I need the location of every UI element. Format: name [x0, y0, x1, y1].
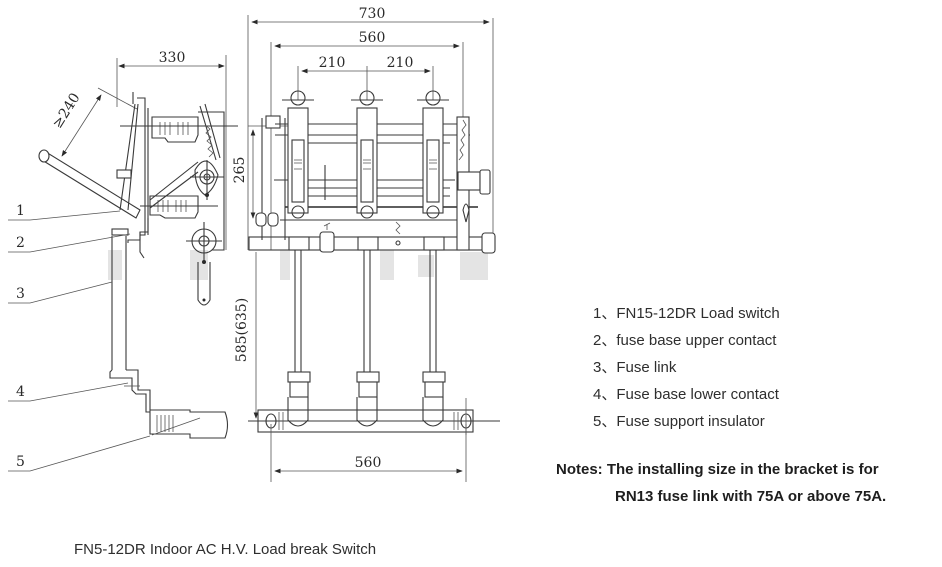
notes-line-2: RN13 fuse link with 75A or above 75A.	[615, 488, 887, 505]
leader-4	[8, 382, 129, 402]
callout-1: 1	[16, 203, 25, 219]
legend-item: 1、FN15-12DR Load switch	[593, 300, 780, 327]
load-switch-body	[111, 92, 238, 306]
legend-label: FN15-12DR Load switch	[616, 305, 780, 322]
legend-number: 2、	[593, 332, 617, 349]
callout-5: 5	[16, 454, 25, 470]
callout-3: 3	[16, 286, 25, 302]
watermark	[108, 250, 488, 280]
callout-4: 4	[16, 384, 25, 400]
legend-number: 1、	[593, 305, 617, 322]
dim-730-label: 730	[359, 6, 386, 22]
front-view: 730 560 210 210 265 585(635)	[232, 6, 500, 482]
legend-number: 4、	[593, 386, 617, 403]
dim-560-bottom-label: 560	[355, 455, 382, 471]
side-view: 330 ≥240	[8, 50, 238, 472]
leader-5	[8, 435, 151, 472]
fuse-link-side	[111, 236, 127, 370]
parts-legend: 1、FN15-12DR Load switch 2、fuse base uppe…	[593, 300, 780, 435]
legend-label: fuse base upper contact	[616, 332, 777, 349]
leader-1	[8, 210, 121, 221]
fuse-base-lower-side	[109, 369, 229, 439]
phase-c	[417, 90, 449, 427]
legend-label: Fuse base lower contact	[616, 386, 779, 403]
legend-item: 5、Fuse support insulator	[593, 408, 780, 435]
legend-item: 3、Fuse link	[593, 354, 780, 381]
dim-240-label: ≥240	[50, 90, 84, 131]
legend-number: 3、	[593, 359, 617, 376]
leader-3	[8, 281, 113, 304]
legend-number: 5、	[593, 413, 617, 430]
fuse-base-bottom	[248, 398, 500, 435]
dim-210-left-label: 210	[319, 55, 346, 71]
installation-notes: Notes: The installing size in the bracke…	[556, 456, 886, 510]
phase-b	[351, 90, 383, 427]
legend-item: 4、Fuse base lower contact	[593, 381, 780, 408]
dim-585-label: 585(635)	[234, 298, 250, 362]
legend-label: Fuse link	[616, 359, 677, 376]
dim-240-line	[61, 94, 102, 157]
legend-item: 2、fuse base upper contact	[593, 327, 780, 354]
dim-210-right-label: 210	[387, 55, 414, 71]
leader-2	[8, 233, 131, 253]
callout-2: 2	[16, 235, 25, 251]
operating-handle	[38, 149, 141, 219]
dim-560-top-label: 560	[359, 30, 386, 46]
dim-330-label: 330	[159, 50, 186, 66]
diagram-caption: FN5-12DR Indoor AC H.V. Load break Switc…	[74, 541, 377, 558]
notes-line-1: Notes: The installing size in the bracke…	[556, 461, 879, 478]
callout-leaders: 1 2 3 4 5	[8, 203, 151, 472]
legend-label: Fuse support insulator	[616, 413, 765, 430]
dim-240-ext	[97, 87, 138, 110]
dim-265-label: 265	[232, 157, 248, 184]
phase-a	[282, 90, 314, 427]
